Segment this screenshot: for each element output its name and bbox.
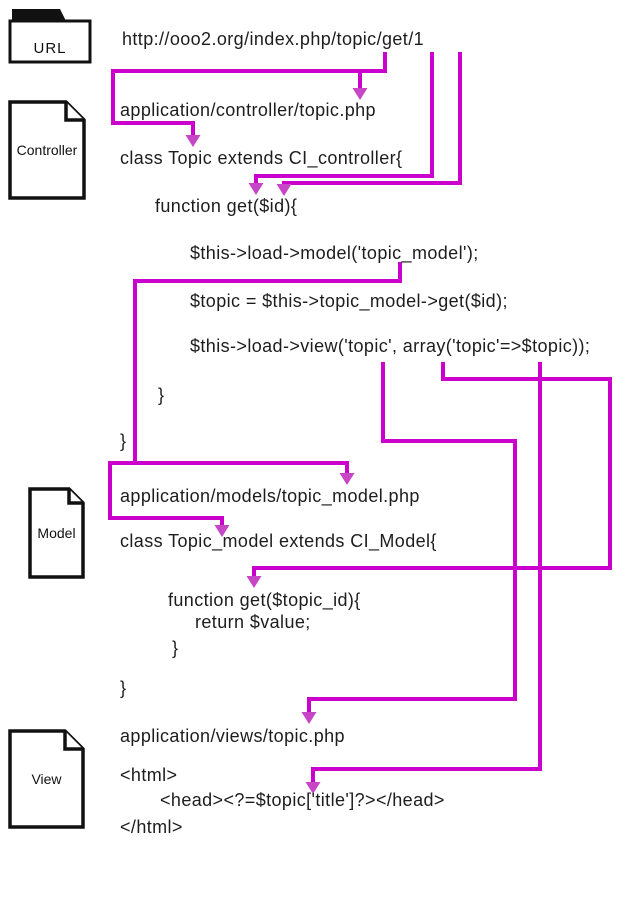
arrowhead-controller-path bbox=[352, 88, 368, 100]
url-folder-icon: URL bbox=[8, 8, 92, 64]
connector-url-get-to-controller-function bbox=[248, 52, 434, 195]
view-file-path: application/views/topic.php bbox=[120, 726, 345, 746]
controller-load-view-line: $this->load->view('topic', array('topic'… bbox=[190, 336, 591, 356]
model-function-close: } bbox=[172, 638, 179, 658]
model-class-open: class Topic_model extends CI_Model{ bbox=[120, 531, 437, 551]
controller-get-call-line: $topic = $this->topic_model->get($id); bbox=[190, 291, 508, 311]
connector-get-call-to-model-function bbox=[246, 362, 612, 588]
arrowhead-view-path bbox=[301, 712, 317, 724]
view-icon-label: View bbox=[31, 771, 62, 787]
arrowhead-controller-class bbox=[185, 135, 201, 147]
view-html-close: </html> bbox=[120, 817, 183, 837]
view-head-line: <head><?=$topic['title']?></head> bbox=[160, 790, 445, 810]
arrowhead-controller-id bbox=[276, 184, 292, 196]
view-document-icon: View bbox=[8, 729, 85, 829]
controller-icon-label: Controller bbox=[16, 142, 78, 158]
arrowhead-model-path bbox=[339, 473, 355, 485]
document-icon bbox=[8, 100, 86, 200]
controller-function-close: } bbox=[158, 385, 165, 405]
model-document-icon: Model bbox=[28, 487, 85, 579]
url-address: http://ooo2.org/index.php/topic/get/1 bbox=[122, 29, 425, 49]
arrowhead-controller-get bbox=[248, 183, 264, 195]
model-function-open: function get($topic_id){ bbox=[168, 590, 361, 610]
controller-class-open: class Topic extends CI_controller{ bbox=[120, 148, 403, 168]
folder-icon bbox=[8, 9, 92, 64]
view-html-open: <html> bbox=[120, 765, 178, 785]
controller-file-path: application/controller/topic.php bbox=[120, 100, 376, 120]
url-icon-label: URL bbox=[33, 40, 67, 57]
model-file-path: application/models/topic_model.php bbox=[120, 486, 420, 506]
model-icon-label: Model bbox=[37, 525, 76, 541]
connector-url-id-to-controller-argument bbox=[276, 52, 462, 196]
arrowhead-model-get bbox=[246, 576, 262, 588]
model-return-line: return $value; bbox=[195, 612, 311, 632]
controller-class-close: } bbox=[120, 431, 127, 451]
controller-function-open: function get($id){ bbox=[155, 196, 298, 216]
document-icon bbox=[8, 729, 85, 829]
controller-load-model-line: $this->load->model('topic_model'); bbox=[190, 243, 479, 263]
model-class-close: } bbox=[120, 678, 127, 698]
document-icon bbox=[28, 487, 85, 579]
controller-document-icon: Controller bbox=[8, 100, 86, 200]
